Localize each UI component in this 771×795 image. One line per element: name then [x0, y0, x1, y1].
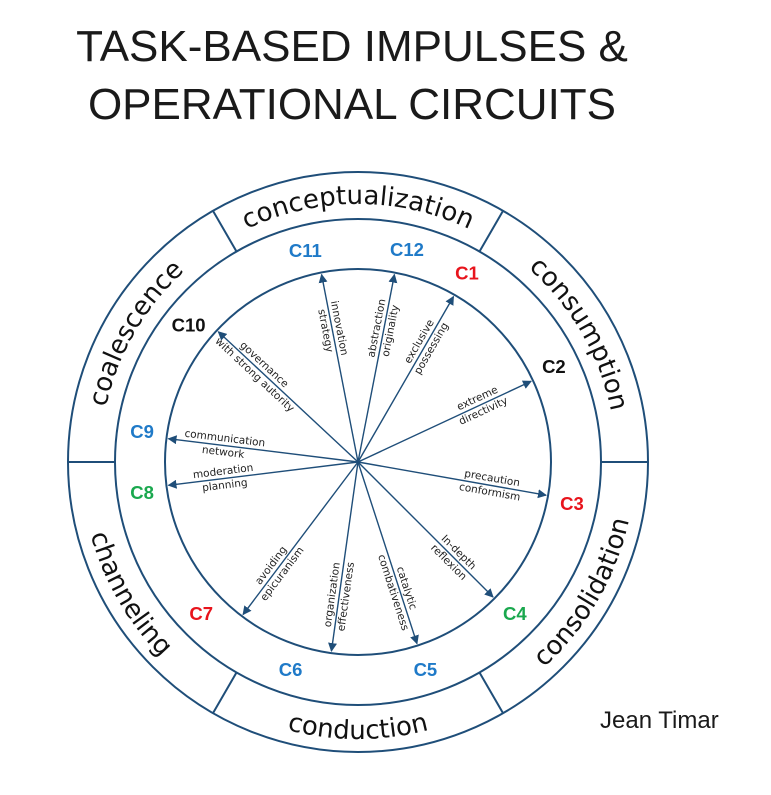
sector-label-conceptualization: conceptualization	[237, 181, 478, 236]
spoke-arrow-c4	[357, 461, 494, 598]
spoke-arrow-c7	[242, 461, 359, 616]
spoke-arrow-c2	[357, 380, 532, 463]
circuit-label-c8: C8	[130, 482, 154, 503]
circuit-label-c12: C12	[390, 239, 424, 260]
spoke-arrow-c10	[217, 331, 359, 463]
circuit-label-c1: C1	[455, 263, 479, 284]
spoke-label-line2: network	[201, 444, 246, 461]
circuit-label-c9: C9	[130, 421, 154, 442]
spoke-arrow-c11	[318, 273, 359, 463]
spoke-labels: exclusivepossessingextremedirectivitypre…	[184, 298, 521, 632]
circuit-label-c11: C11	[289, 240, 322, 261]
title-line-2: OPERATIONAL CIRCUITS	[87, 80, 617, 129]
circuit-label-c5: C5	[414, 659, 438, 680]
sector-label-conduction: conduction	[285, 707, 431, 746]
sector-divider	[212, 210, 238, 253]
circuit-label-c4: C4	[503, 603, 527, 624]
sector-divider	[212, 671, 238, 714]
spoke-label-line2: planning	[202, 477, 249, 494]
circuit-label-c3: C3	[560, 493, 584, 514]
spoke-arrow-c8	[167, 461, 359, 489]
sector-label-consolidation: consolidation	[528, 515, 636, 673]
spoke-arrow-c1	[357, 295, 455, 463]
spoke-arrow-c3	[357, 461, 547, 499]
sector-divider	[478, 210, 504, 253]
sector-divider	[478, 671, 504, 714]
inner-ring	[164, 268, 552, 656]
diagram-title: TASK-BASED IMPULSES & OPERATIONAL CIRCUI…	[0, 18, 704, 134]
circuit-label-c7: C7	[189, 603, 213, 624]
spokes	[167, 273, 547, 653]
spoke-arrow-c9	[167, 435, 359, 463]
circuit-label-c10: C10	[172, 314, 206, 335]
spoke-arrow-c12	[357, 273, 398, 463]
circuit-label-c2: C2	[542, 356, 566, 377]
title-line-1: TASK-BASED IMPULSES &	[76, 22, 628, 71]
spoke-arrow-c5	[357, 461, 419, 645]
spoke-arrow-c6	[328, 461, 359, 653]
circuit-label-c6: C6	[279, 659, 303, 680]
author-credit: Jean Timar	[600, 707, 719, 734]
sector-dividers	[68, 210, 648, 714]
